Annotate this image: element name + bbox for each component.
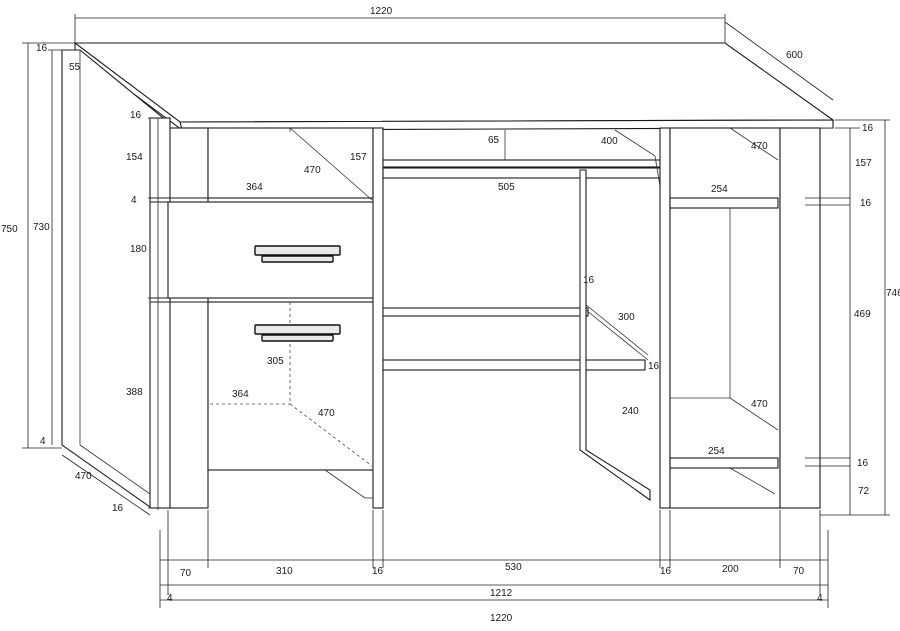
dim-right-shelf-width: 254 [711,184,728,195]
dim-lower-cabinet-height: 388 [126,387,143,398]
dim-base-thickness: 16 [112,503,124,514]
dim-overall-height: 750 [1,224,18,235]
dim-bottom-total-width: 1220 [490,613,513,624]
left-pedestal [149,117,384,509]
dim-bottom-cabinet-width: 310 [276,566,293,577]
dim-right-lower-depth: 470 [751,399,768,410]
dim-lower-niche-width: 364 [232,389,249,400]
dim-right-middle-height: 469 [854,309,871,320]
center-shelf [382,299,649,371]
upper-drawer-handle [254,245,341,263]
keyboard-shelf [382,129,662,187]
dim-right-shelf-thickness: 16 [860,198,872,209]
right-pedestal [659,127,821,509]
dim-top-depth: 600 [786,50,803,61]
dim-plinth-height: 72 [858,486,870,497]
dim-right-bottom-shelf-width: 254 [708,446,725,457]
dim-bottom-left-panel: 70 [180,568,192,579]
dim-center-panel-height: 240 [622,406,639,417]
dim-top-thickness-left: 16 [36,43,48,54]
center-panel [579,169,651,502]
dim-keyboard-front-height: 65 [488,135,500,146]
dim-upper-niche-height: 154 [126,152,143,163]
dim-drawer-height: 180 [130,244,147,255]
dim-bottom-panel-a: 16 [372,566,384,577]
dim-niche-width: 364 [246,182,263,193]
dimension-labels: 1220 600 16 55 750 730 4 470 16 16 154 4… [1,6,900,624]
dim-bottom-gap-left2: 4 [167,593,173,604]
dim-drawer-gap: 4 [131,195,137,206]
dim-niche-depth: 470 [304,165,321,176]
dim-right-top-thickness: 16 [862,123,874,134]
dim-top-width: 1220 [370,6,393,17]
dim-keyboard-shelf-width: 505 [498,182,515,193]
dim-bottom-gap-left: 4 [40,436,46,447]
dim-keyboard-shelf-height: 157 [350,152,367,163]
dim-drawer-box-depth: 305 [267,356,284,367]
dim-lower-niche-depth: 470 [318,408,335,419]
dim-base-depth: 470 [75,471,92,482]
dim-right-panel-thickness: 16 [648,361,660,372]
dim-keyboard-shelf-depth: 400 [601,136,618,147]
dim-bottom-right-panel: 70 [793,566,805,577]
dim-right-section-height: 746 [886,288,900,299]
dim-right-upper-height: 157 [855,158,872,169]
dim-mid-shelf-thickness: 16 [583,275,595,286]
dim-bottom-panel-b: 16 [660,566,672,577]
desk-top [73,42,835,131]
dim-top-overhang: 55 [69,62,81,73]
dim-bottom-gap-right: 4 [817,593,823,604]
dim-side-height: 730 [33,222,50,233]
dim-inner-top-thickness: 16 [130,110,142,121]
dim-bottom-center-width: 530 [505,562,522,573]
dim-mid-shelf-depth: 300 [618,312,635,323]
dimension-lines [22,14,890,608]
dim-bottom-right-width: 200 [722,564,739,575]
lower-drawer-handle [254,324,341,342]
dim-bottom-inner-width: 1212 [490,588,513,599]
dim-right-bottom-thickness: 16 [857,458,869,469]
dim-right-upper-depth: 470 [751,141,768,152]
